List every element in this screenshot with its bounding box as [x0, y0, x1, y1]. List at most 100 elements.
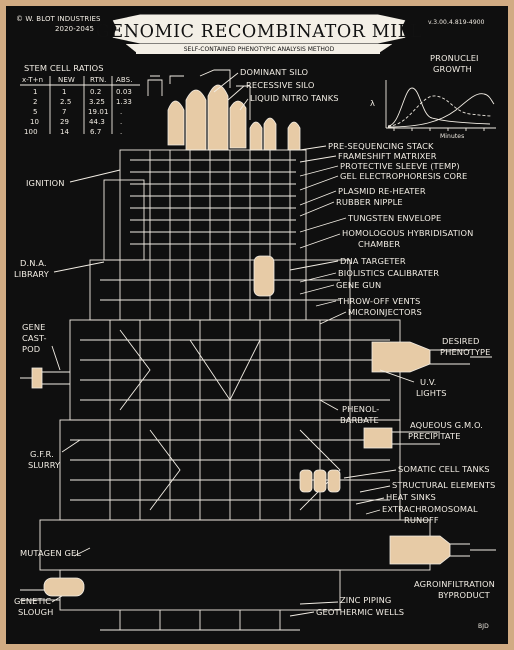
label-gel-electrophoresis-core: GEL ELECTROPHORESIS CORE — [340, 171, 467, 181]
graph-xlabel: Minutes — [440, 133, 464, 140]
label-dna-library-2: LIBRARY — [14, 269, 50, 279]
label-recessive-silo: RECESSIVE SILO — [246, 80, 315, 90]
graph-ylabel: λ — [370, 98, 375, 108]
label-biolistics-calibrater: BIOLISTICS CALIBRATER — [338, 268, 439, 278]
label-homologous-2: CHAMBER — [358, 239, 400, 249]
label-dominant-silo: DOMINANT SILO — [240, 67, 309, 77]
label-somatic-cell-tanks: SOMATIC CELL TANKS — [398, 464, 490, 474]
signature: BJD — [478, 623, 489, 630]
table-row-2-c3: . — [120, 108, 122, 116]
label-liquid-nitro-tanks: LIQUID NITRO TANKS — [250, 93, 339, 103]
nitro-tank-3 — [288, 122, 300, 150]
table-row-3-c2: 44.3 — [89, 118, 105, 126]
subtitle-text: SELF-CONTAINED PHENOTYPIC ANALYSIS METHO… — [184, 46, 335, 53]
graph-title-1: PRONUCLEI — [430, 53, 479, 63]
table-row-2-c2: 19.01 — [88, 108, 109, 116]
label-ignition: IGNITION — [26, 178, 65, 188]
table-row-1-c1: 2.5 — [60, 98, 71, 106]
table-row-3-c1: 29 — [60, 118, 69, 126]
label-gene-cast-pod-1: GENE — [22, 322, 46, 332]
precipitate-outlet — [364, 428, 392, 448]
table-row-4-c2: 6.7 — [90, 128, 101, 136]
dna-coil — [254, 256, 274, 296]
table-row-0-c1: 1 — [62, 88, 67, 96]
silo-4 — [230, 101, 246, 148]
table-row-2-c1: 7 — [62, 108, 67, 116]
label-gene-gun: GENE GUN — [336, 280, 381, 290]
table-row-4-c3: . — [120, 128, 122, 136]
somatic-tank-1 — [300, 470, 312, 492]
table-row-2-c0: 5 — [33, 108, 38, 116]
nitro-tank-2 — [264, 118, 276, 150]
version-text: v.3.00.4.819-4900 — [428, 19, 485, 26]
table-row-0-c3: 0.03 — [116, 88, 132, 96]
label-genetic-slough-2: SLOUGH — [18, 607, 53, 617]
slough-tank — [44, 578, 84, 596]
table-row-1-c2: 3.25 — [89, 98, 105, 106]
label-extra-1: EXTRACHROMOSOMAL — [382, 504, 478, 514]
table-title: STEM CELL RATIOS — [24, 63, 104, 73]
label-heat-sinks: HEAT SINKS — [386, 492, 436, 502]
pronuclei-graph: PRONUCLEI GROWTH λ Minutes — [370, 53, 496, 140]
label-dna-targeter: DNA TARGETER — [340, 256, 406, 266]
somatic-tank-3 — [328, 470, 340, 492]
label-plasmid-re-heater: PLASMID RE-HEATER — [338, 186, 426, 196]
label-gene-cast-pod-3: POD — [22, 344, 40, 354]
label-homologous-1: HOMOLOGOUS HYBRIDISATION — [342, 228, 473, 238]
silo-2 — [186, 90, 206, 150]
copyright-text: © W. BLOT INDUSTRIES — [16, 15, 101, 23]
table-row-0-c0: 1 — [33, 88, 38, 96]
title-text: GENOMIC RECOMBINATOR MILL — [96, 22, 422, 42]
table-col-1: NEW — [58, 76, 75, 84]
silo-1 — [168, 101, 184, 145]
phenotype-nozzle — [372, 342, 430, 372]
label-gfr-slurry-1: G.F.R. — [30, 449, 54, 459]
label-genetic-slough-1: GENETIC — [14, 596, 51, 606]
label-tungsten-envelope: TUNGSTEN ENVELOPE — [347, 213, 441, 223]
graph-title-2: GROWTH — [433, 64, 472, 74]
table-col-2: RTN. — [90, 76, 107, 84]
label-rubber-nipple: RUBBER NIPPLE — [336, 197, 403, 207]
label-extra-2: RUNOFF — [404, 515, 439, 525]
nitro-tank-1 — [250, 122, 262, 150]
somatic-tank-2 — [314, 470, 326, 492]
table-row-0-c2: 0.2 — [90, 88, 101, 96]
label-phenol-2: BARBATE — [340, 415, 379, 425]
table-row-4-c1: 14 — [60, 128, 70, 136]
label-desired-2: PHENOTYPE — [440, 347, 491, 357]
label-aqueous-1: AQUEOUS G.M.O. — [410, 420, 483, 430]
graph-curve-3 — [388, 94, 494, 127]
gene-cast-pod — [32, 368, 42, 388]
label-aqueous-2: PRECIPITATE — [408, 431, 461, 441]
label-structural-elements: STRUCTURAL ELEMENTS — [392, 480, 495, 490]
table-row-1-c3: 1.33 — [116, 98, 132, 106]
label-geothermic-wells: GEOTHERMIC WELLS — [316, 607, 404, 617]
label-microinjectors: MICROINJECTORS — [348, 307, 422, 317]
label-uv-1: U.V. — [420, 377, 436, 387]
label-agro-1: AGROINFILTRATION — [414, 579, 495, 589]
label-protective-sleeve: PROTECTIVE SLEEVE (TEMP) — [340, 161, 460, 171]
label-uv-2: LIGHTS — [416, 388, 447, 398]
stem-cell-table: STEM CELL RATIOS x-T+n NEW RTN. ABS. 1 1… — [20, 63, 140, 136]
table-col-3: ABS. — [116, 76, 133, 84]
table-row-1-c0: 2 — [33, 98, 38, 106]
label-agro-2: BYPRODUCT — [438, 590, 491, 600]
label-desired-1: DESIRED — [442, 336, 479, 346]
years-text: 2020-2045 — [55, 25, 94, 33]
table-col-0: x-T+n — [22, 76, 43, 84]
table-row-3-c3: . — [120, 118, 122, 126]
label-gfr-slurry-2: SLURRY — [28, 460, 61, 470]
label-frameshift-matrixer: FRAMESHIFT MATRIXER — [338, 151, 437, 161]
label-throw-off-vents: THROW-OFF VENTS — [337, 296, 420, 306]
label-mutagen-gel: MUTAGEN GEL — [20, 548, 81, 558]
label-phenol-1: PHENOL- — [342, 404, 379, 414]
table-row-3-c0: 10 — [30, 118, 39, 126]
silo-3 — [208, 85, 228, 150]
agro-outlet — [390, 536, 450, 564]
label-dna-library-1: D.N.A. — [20, 258, 47, 268]
label-gene-cast-pod-2: CAST- — [22, 333, 47, 343]
table-row-4-c0: 100 — [24, 128, 38, 136]
label-zinc-piping: ZINC PIPING — [340, 595, 391, 605]
label-pre-sequencing-stack: PRE-SEQUENCING STACK — [328, 141, 434, 151]
